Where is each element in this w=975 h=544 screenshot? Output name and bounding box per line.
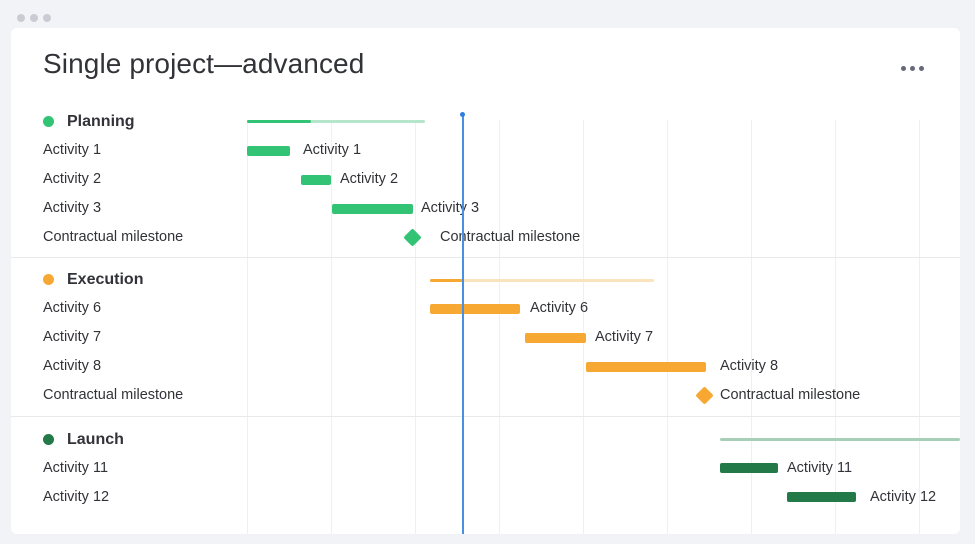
- window-dots: [17, 14, 51, 22]
- task-bar-label: Activity 6: [530, 300, 589, 316]
- row-label[interactable]: Activity 6: [43, 300, 102, 316]
- group-dot-launch: [43, 434, 54, 445]
- summary-bar-progress-execution: [430, 279, 464, 282]
- row-label[interactable]: Activity 3: [43, 200, 102, 216]
- milestone-diamond-icon[interactable]: [403, 228, 422, 247]
- task-bar-label: Activity 12: [870, 489, 937, 505]
- task-bar-activity-6[interactable]: [430, 304, 520, 314]
- task-bar-activity-8[interactable]: [586, 362, 706, 372]
- group-label-planning[interactable]: Planning: [67, 113, 135, 130]
- row-label[interactable]: Contractual milestone: [43, 387, 184, 403]
- grid-line: [499, 120, 500, 534]
- row-label[interactable]: Activity 7: [43, 329, 102, 345]
- summary-bar-planning[interactable]: [247, 120, 425, 123]
- grid-line: [667, 120, 668, 534]
- grid-line: [415, 120, 416, 534]
- task-bar-activity-12[interactable]: [787, 492, 856, 502]
- row-label[interactable]: Activity 1: [43, 142, 102, 158]
- row-label[interactable]: Activity 8: [43, 358, 102, 374]
- summary-bar-launch[interactable]: [720, 438, 960, 441]
- grid-line: [583, 120, 584, 534]
- task-bar-activity-1[interactable]: [247, 146, 290, 156]
- grid-line: [331, 120, 332, 534]
- task-bar-label: Activity 2: [340, 171, 399, 187]
- grid-line: [247, 120, 248, 534]
- more-options-icon[interactable]: [901, 64, 925, 72]
- group-dot-execution: [43, 274, 54, 285]
- task-bar-activity-7[interactable]: [525, 333, 586, 343]
- task-bar-label: Activity 3: [421, 200, 480, 216]
- group-separator: [11, 257, 960, 258]
- group-dot-planning: [43, 116, 54, 127]
- grid-line: [751, 120, 752, 534]
- gantt-card: Single project—advanced Planning Activit…: [11, 28, 960, 534]
- row-label[interactable]: Activity 12: [43, 489, 110, 505]
- today-marker-line: [462, 114, 464, 534]
- milestone-label: Contractual milestone: [720, 387, 861, 403]
- grid-line: [835, 120, 836, 534]
- grid-line: [919, 120, 920, 534]
- row-label[interactable]: Activity 11: [43, 460, 109, 476]
- today-marker-handle-icon[interactable]: [460, 112, 465, 117]
- group-label-launch[interactable]: Launch: [67, 431, 124, 448]
- task-bar-label: Activity 7: [595, 329, 654, 345]
- milestone-diamond-icon[interactable]: [695, 386, 714, 405]
- task-bar-activity-11[interactable]: [720, 463, 778, 473]
- page-title: Single project—advanced: [43, 48, 365, 79]
- task-bar-label: Activity 1: [303, 142, 362, 158]
- task-bar-activity-2[interactable]: [301, 175, 331, 185]
- group-label-execution[interactable]: Execution: [67, 271, 144, 288]
- task-bar-label: Activity 8: [720, 358, 779, 374]
- milestone-label: Contractual milestone: [440, 229, 581, 245]
- task-bar-activity-3[interactable]: [332, 204, 413, 214]
- group-separator: [11, 416, 960, 417]
- row-label[interactable]: Contractual milestone: [43, 229, 184, 245]
- task-bar-label: Activity 11: [787, 460, 853, 476]
- row-label[interactable]: Activity 2: [43, 171, 102, 187]
- summary-bar-execution[interactable]: [430, 279, 654, 282]
- summary-bar-progress-planning: [247, 120, 311, 123]
